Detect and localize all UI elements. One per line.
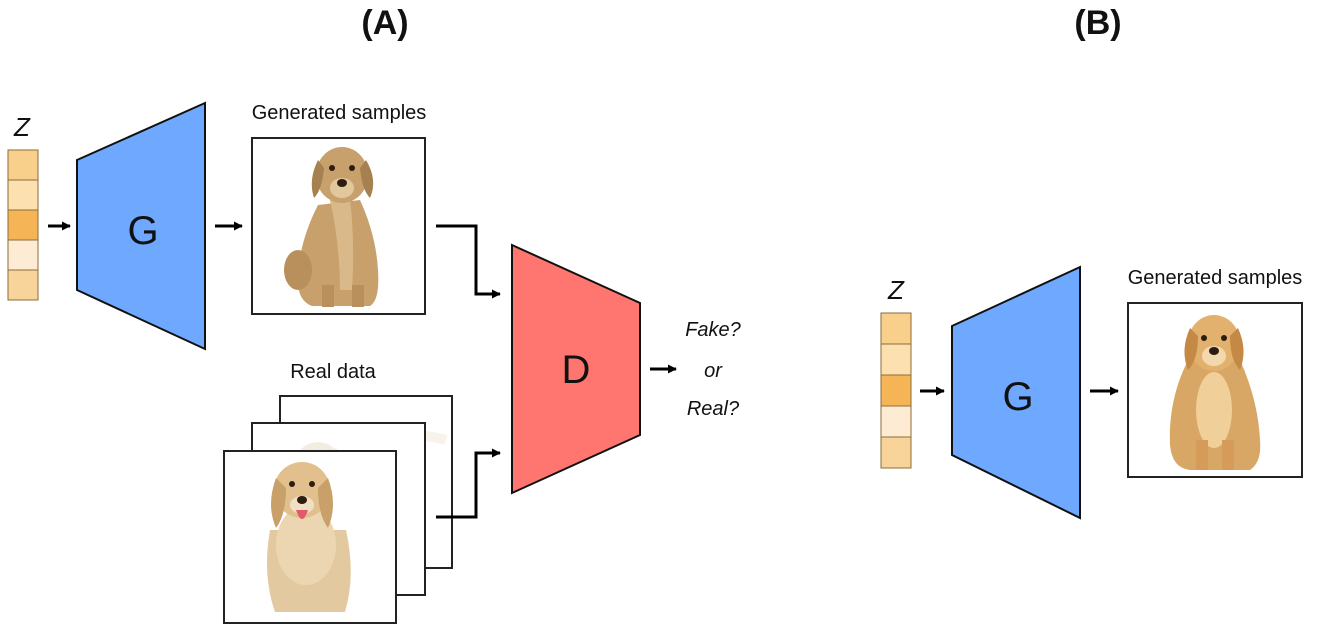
generator-label-a: G [127,209,158,253]
generator-block-a [76,101,206,351]
generated-dog-illustration [284,147,379,307]
generated-dog-photo-b [1169,315,1261,470]
output-or-label: or [704,360,723,382]
latent-cell [880,343,912,376]
latent-cell [7,239,39,271]
generated-samples-caption-b: Generated samples [1128,267,1303,289]
latent-cell [7,209,39,241]
latent-cell [880,374,912,407]
generated-samples-caption-a: Generated samples [252,102,427,124]
output-real-label: Real? [687,398,740,420]
real-dog-photo [266,462,351,612]
generator-label-b: G [1002,375,1033,419]
latent-z-label-b: Z [887,275,905,305]
latent-vector-a [7,149,39,301]
real-data-caption: Real data [290,361,376,383]
latent-cell [7,269,39,301]
latent-cell [880,405,912,438]
latent-z-label-a: Z [13,112,31,142]
arrow-samples-to-d [436,224,501,299]
arrow-real-to-d [436,448,501,519]
generator-block-b [951,265,1081,520]
real-data-stack [223,395,453,624]
latent-cell [7,149,39,181]
discriminator-block [511,243,641,495]
output-fake-label: Fake? [685,319,741,341]
panel-a-title: (A) [361,4,408,42]
latent-cell [880,436,912,469]
panel-b-title: (B) [1074,4,1121,42]
latent-cell [880,312,912,345]
latent-cell [7,179,39,211]
discriminator-label: D [562,348,591,392]
latent-vector-b [880,312,912,469]
